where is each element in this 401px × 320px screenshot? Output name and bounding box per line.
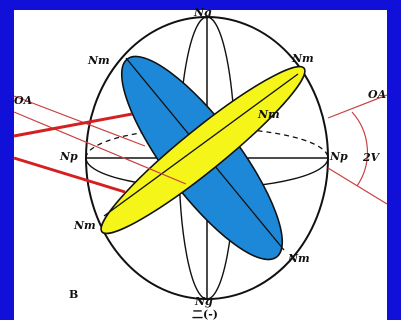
nm-top-left-label: Nm [87, 54, 110, 67]
nm-bottom-right-label: Nm [287, 252, 310, 265]
oa-left-label: OA [14, 94, 33, 107]
oa-right-label: OA [368, 88, 387, 101]
corner-label: B [69, 288, 78, 301]
angle-2v-label: 2V [362, 151, 381, 164]
np-left-label: Np [59, 150, 78, 163]
ng-bottom-label: Ng [194, 295, 213, 308]
nm-bottom-left-label: Nm [73, 219, 96, 232]
sign-label: 二(-) [192, 308, 218, 320]
np-right-label: Np [329, 150, 348, 163]
nm-top-right-label: Nm [291, 52, 314, 65]
frame-right [387, 0, 401, 320]
frame-left [0, 0, 14, 320]
nm-center-label: Nm [257, 108, 280, 121]
ng-top-label: Ng [193, 6, 212, 19]
